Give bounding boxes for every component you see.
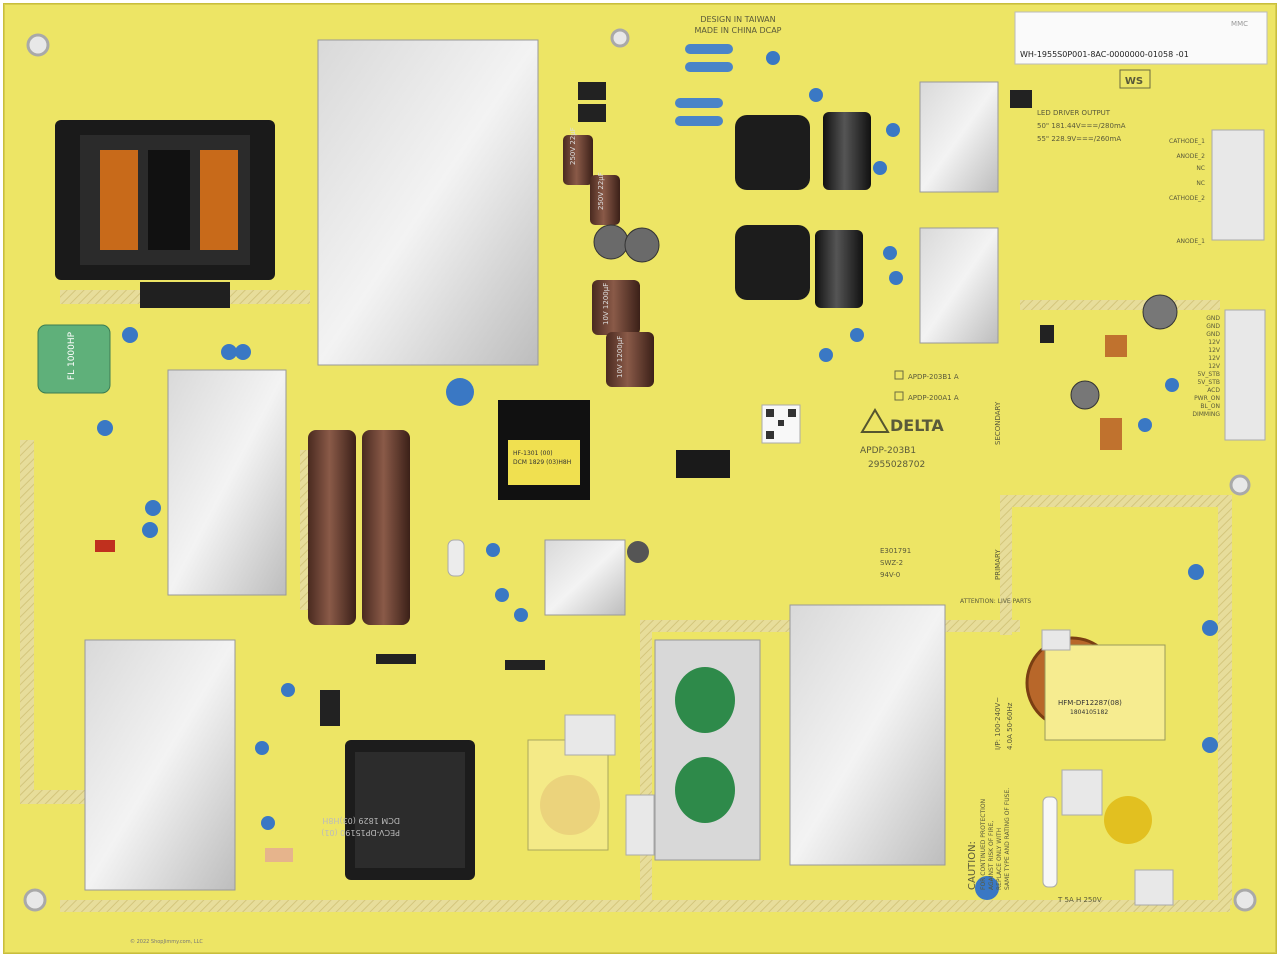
svg-text:12V: 12V	[1208, 355, 1221, 362]
cert-line-1: E301791	[880, 547, 911, 555]
transformer-label-2: DCM 1829 (03)H8H	[322, 816, 400, 825]
svg-text:NC: NC	[1196, 165, 1205, 172]
green-x-capacitor: FL 1000HP	[37, 324, 111, 394]
svg-text:GND: GND	[1206, 315, 1220, 322]
svg-text:PWR_ON: PWR_ON	[1194, 395, 1220, 402]
cert-line-3: 94V-0	[880, 571, 900, 579]
primary-label: PRIMARY	[994, 549, 1002, 580]
svg-text:CAUTION:: CAUTION:	[967, 841, 978, 890]
svg-text:12V: 12V	[1208, 347, 1221, 354]
film-capacitors	[564, 129, 1266, 906]
caution-block: CAUTION: FOR CONTINUED PROTECTION AGAINS…	[967, 788, 1011, 890]
cn1-pin-labels: GND GND GND 12V 12V 12V 12V 5V_STB 5V_ST…	[1192, 315, 1221, 418]
svg-text:5V_STB: 5V_STB	[1197, 371, 1220, 378]
part-number: 2955028702	[868, 460, 925, 470]
delta-logo: DELTA	[860, 408, 944, 435]
resistors-diodes	[95, 44, 1054, 862]
small-transformer-label: HF-1301 (00)	[513, 450, 553, 457]
svg-text:GND: GND	[1206, 323, 1220, 330]
ceramic-capacitors	[97, 51, 1218, 900]
model-check-2: APDP-200A1 A	[908, 394, 959, 402]
led-output-row1: 50" 181.44V===/280mA	[1037, 122, 1126, 130]
fuses	[1042, 796, 1058, 888]
main-transformer	[55, 120, 275, 308]
input-rating-2: 4.0A 50-60Hz	[1006, 702, 1014, 750]
serial-sticker: MMC WH-1955S0P001-8AC-0000000-01058 -01	[1014, 11, 1268, 65]
small-transformer-label-2: DCM 1829 (03)H8H	[513, 459, 571, 466]
svg-text:REPLACE ONLY WITH: REPLACE ONLY WITH	[996, 828, 1003, 890]
svg-text:BL_ON: BL_ON	[1200, 403, 1220, 410]
led-output-row2: 55" 228.9V===/260mA	[1037, 135, 1121, 143]
svg-text:CATHODE_1: CATHODE_1	[1169, 138, 1205, 145]
ntc-thermistors	[675, 667, 1152, 844]
svg-text:ACD: ACD	[1207, 387, 1220, 394]
svg-text:ANODE_2: ANODE_2	[1176, 153, 1205, 160]
filter-coil-label-2: 1804105182	[1070, 709, 1108, 716]
svg-text:DIMMING: DIMMING	[1192, 411, 1220, 418]
cap-label-1: 250V 22µF	[569, 127, 577, 165]
svg-text:12V: 12V	[1208, 363, 1221, 370]
model-name: APDP-203B1	[860, 446, 916, 456]
cap-label-3: 10V 1200µF	[602, 283, 610, 325]
input-rating: I/P: 100-240V~	[994, 697, 1002, 750]
svg-text:CATHODE_2: CATHODE_2	[1169, 195, 1205, 202]
svg-text:WS: WS	[1125, 76, 1143, 87]
bulk-capacitors	[308, 112, 1178, 625]
svg-text:GND: GND	[1206, 331, 1220, 338]
ws-mark: WS	[1119, 69, 1151, 89]
cap-label-4: 10V 1200µF	[616, 336, 624, 378]
design-line-1: DESIGN IN TAIWAN	[700, 15, 775, 24]
filter-coil-label: HFM-DF12287(08)	[1058, 699, 1122, 707]
sticker-id: WH-1955S0P001-8AC-0000000-01058 -01	[1020, 50, 1189, 59]
svg-text:5V_STB: 5V_STB	[1197, 379, 1220, 386]
svg-text:FL 1000HP: FL 1000HP	[67, 331, 77, 380]
svg-text:12V: 12V	[1208, 339, 1221, 346]
fuse-rating: T 5A H 250V	[1057, 896, 1102, 904]
cert-line-2: SWZ-2	[880, 559, 903, 567]
svg-text:SAME TYPE AND RATING OF FUSE.: SAME TYPE AND RATING OF FUSE.	[1004, 788, 1011, 890]
attention-label: ATTENTION: LIVE PARTS	[960, 598, 1031, 605]
secondary-label: SECONDARY	[994, 401, 1002, 445]
sticker-tag: MMC	[1231, 20, 1248, 28]
inductors	[498, 115, 1166, 851]
svg-text:AGAINST RISK OF FIRE,: AGAINST RISK OF FIRE,	[988, 821, 995, 890]
cap-label-2: 250V 22µF	[597, 172, 605, 210]
svg-text:ANODE_1: ANODE_1	[1176, 238, 1205, 245]
model-check-1: APDP-203B1 A	[908, 373, 959, 381]
svg-text:FOR CONTINUED PROTECTION: FOR CONTINUED PROTECTION	[980, 799, 987, 890]
pfc-transformer	[345, 740, 475, 880]
copyright: © 2022 ShopJimmy.com, LLC	[130, 938, 203, 945]
cn700-pin-labels: CATHODE_1 ANODE_1 NC NC CATHODE_2 ANODE_…	[1169, 138, 1205, 245]
design-line-2: MADE IN CHINA DCAP	[694, 26, 781, 35]
transformer-label: PECV-DP15190 (01)	[321, 828, 400, 837]
svg-text:DELTA: DELTA	[890, 416, 944, 435]
heatsinks	[84, 39, 999, 891]
led-output-title: LED DRIVER OUTPUT	[1037, 109, 1111, 117]
svg-text:NC: NC	[1196, 180, 1205, 187]
